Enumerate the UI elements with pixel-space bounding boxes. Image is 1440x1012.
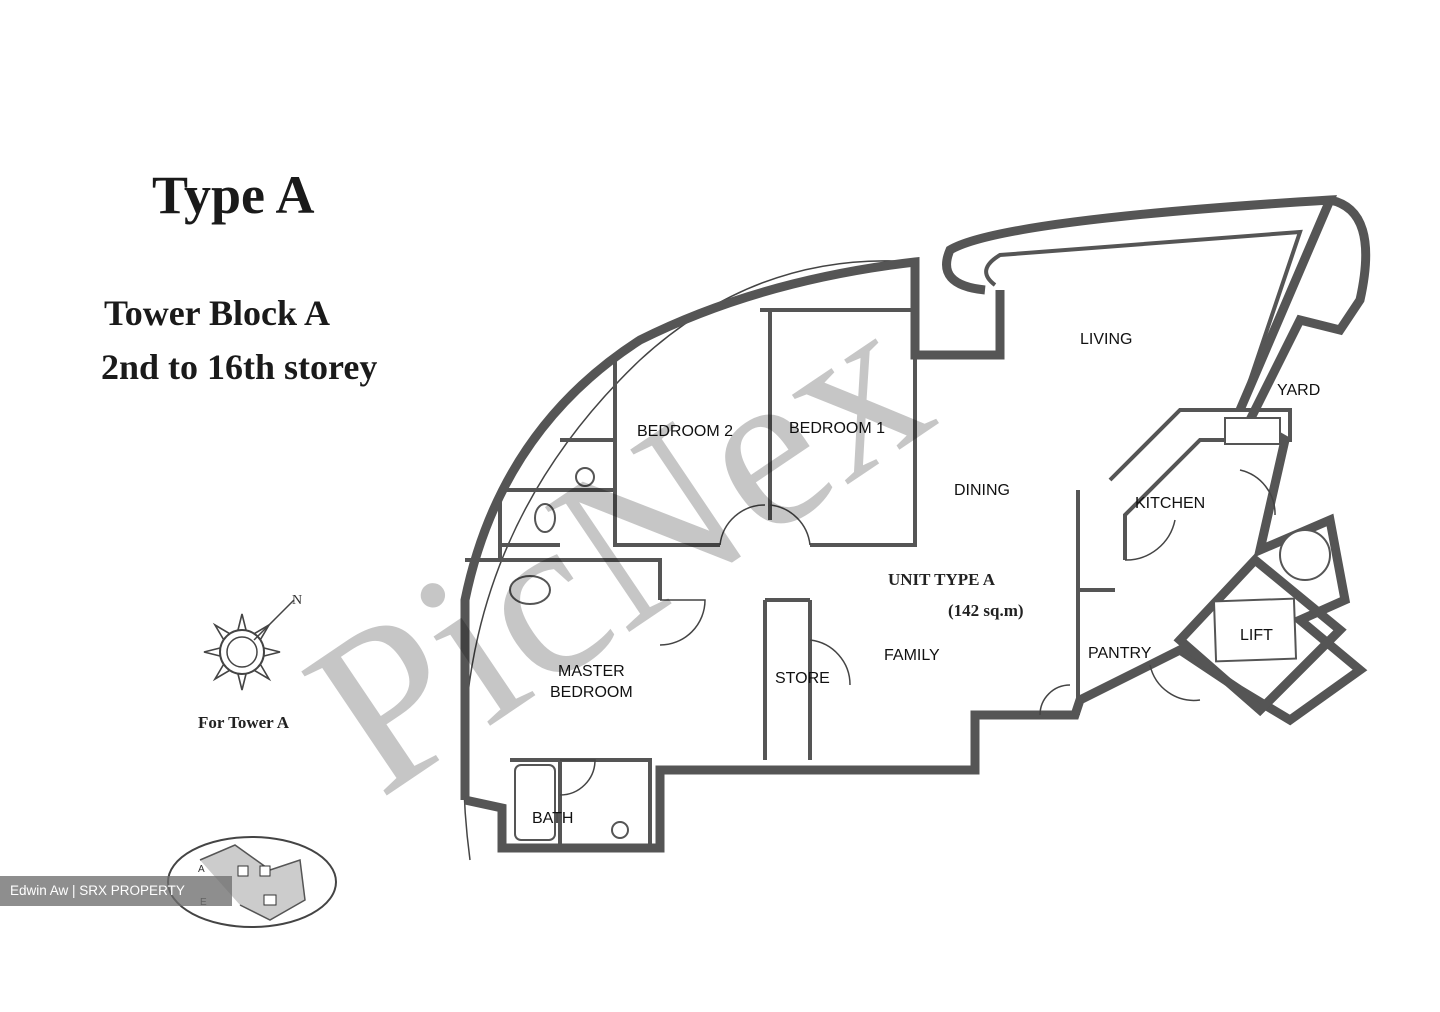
compass-caption: For Tower A xyxy=(198,713,290,732)
room-lift: LIFT xyxy=(1240,627,1273,644)
tower-block-label: Tower Block A xyxy=(104,293,330,333)
hob-icon xyxy=(1279,529,1331,581)
fixtures xyxy=(509,417,1331,841)
room-bath: BATH xyxy=(532,810,573,827)
room-kitchen: KITCHEN xyxy=(1135,495,1205,512)
keyplan-label-a: A xyxy=(198,864,205,875)
toilet-icon xyxy=(534,503,556,533)
sink-icon xyxy=(1224,417,1281,445)
unit-area-label: (142 sq.m) xyxy=(948,601,1024,620)
interior-walls xyxy=(465,308,1347,848)
compass-north-letter: N xyxy=(292,593,302,608)
vanity-basin-icon xyxy=(509,575,551,605)
plan-title: Type A xyxy=(152,165,315,225)
wc-icon xyxy=(611,821,629,839)
room-family: FAMILY xyxy=(884,647,940,664)
room-dining: DINING xyxy=(954,482,1010,499)
room-store: STORE xyxy=(775,670,830,687)
room-master-bedroom-line1: MASTER xyxy=(558,663,625,680)
room-bedroom-1: BEDROOM 1 xyxy=(789,420,885,437)
compass-rose xyxy=(203,599,295,691)
room-yard: YARD xyxy=(1277,382,1320,399)
credit-label: Edwin Aw | SRX PROPERTY xyxy=(0,876,232,906)
bathtub-icon xyxy=(514,764,556,841)
room-bedroom-2: BEDROOM 2 xyxy=(637,423,733,440)
room-master-bedroom-line2: BEDROOM xyxy=(550,684,633,701)
door-swings xyxy=(559,469,1276,796)
basin-icon xyxy=(575,467,595,487)
storey-range-label: 2nd to 16th storey xyxy=(101,347,377,387)
exterior-walls xyxy=(460,195,1371,853)
room-pantry: PANTRY xyxy=(1088,645,1152,662)
unit-type-label: UNIT TYPE A xyxy=(888,570,996,589)
room-living: LIVING xyxy=(1080,331,1132,348)
